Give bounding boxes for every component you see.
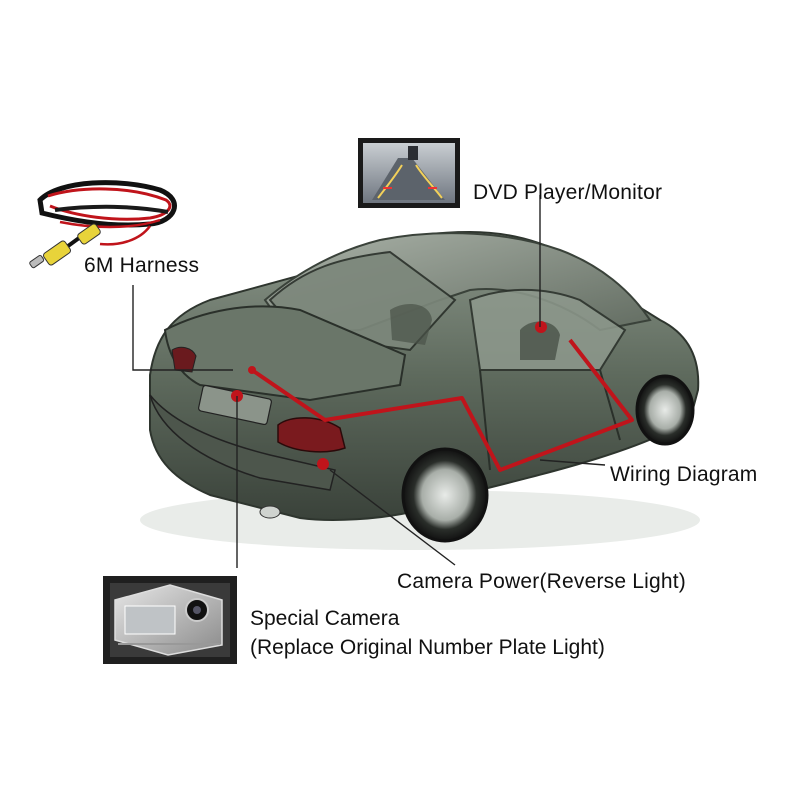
wiring-leader bbox=[539, 459, 606, 466]
connection-points bbox=[231, 321, 547, 470]
red-wiring-route bbox=[250, 338, 634, 472]
camera-image bbox=[103, 576, 237, 664]
harness-label: 6M Harness bbox=[84, 254, 200, 277]
power-connection-dot bbox=[317, 458, 329, 470]
monitor-connection-dot bbox=[535, 321, 547, 333]
harness-leader bbox=[132, 285, 233, 371]
monitor-label: DVD Player/Monitor bbox=[473, 181, 663, 204]
monitor-image bbox=[358, 138, 460, 208]
camera-power-label: Camera Power(Reverse Light) bbox=[397, 570, 687, 593]
power-leader bbox=[329, 469, 456, 566]
camera-label-line-2: (Replace Original Number Plate Light) bbox=[250, 636, 605, 659]
camera-label-line-1: Special Camera bbox=[250, 607, 400, 630]
harness-cable-image bbox=[29, 180, 177, 269]
camera-label: Special Camera (Replace Original Number … bbox=[250, 604, 605, 662]
car-illustration bbox=[140, 230, 700, 550]
leader-lines bbox=[132, 195, 606, 568]
wiring-label: Wiring Diagram bbox=[610, 463, 758, 486]
